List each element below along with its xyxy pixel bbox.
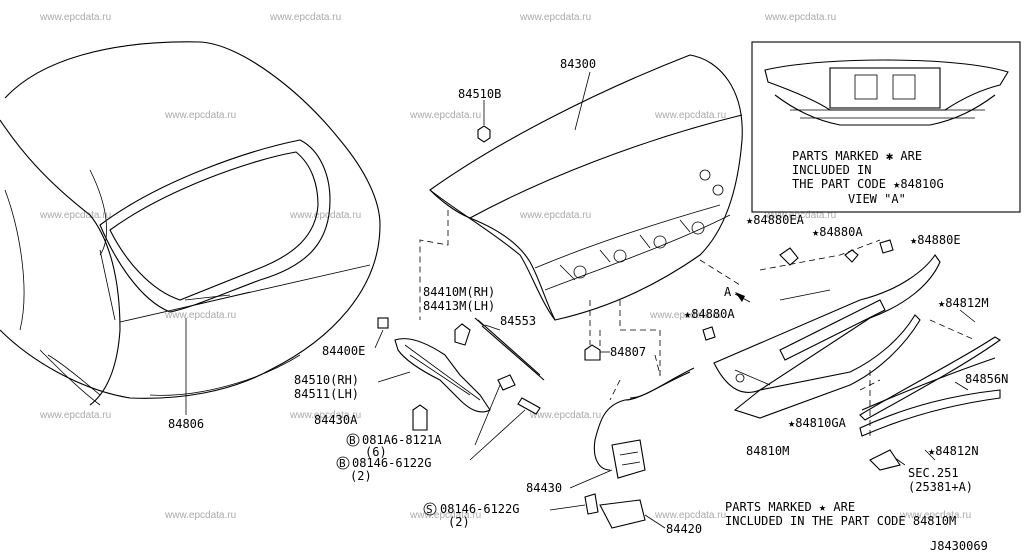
watermark: www.epcdata.ru <box>39 410 111 421</box>
watermark: www.epcdata.ru <box>409 510 481 521</box>
label-84413M: 84413M(LH) <box>423 299 495 313</box>
watermark: www.epcdata.ru <box>39 12 111 23</box>
footer-notes: PARTS MARKED ★ ARE INCLUDED IN THE PART … <box>725 500 988 553</box>
watermark: www.epcdata.ru <box>764 12 836 23</box>
finisher-assembly <box>702 239 1002 471</box>
part-84430A <box>412 404 428 431</box>
label-84810GA: ★84810GA <box>788 416 847 430</box>
latch-assembly <box>549 344 695 529</box>
watermark: www.epcdata.ru <box>519 210 591 221</box>
watermark: www.epcdata.ru <box>764 210 836 221</box>
watermark: www.epcdata.ru <box>39 210 111 221</box>
watermark: www.epcdata.ru <box>269 12 341 23</box>
watermark: www.epcdata.ru <box>654 110 726 121</box>
watermark: www.epcdata.ru <box>649 310 721 321</box>
bottom-note-line1: PARTS MARKED ★ ARE <box>725 500 855 514</box>
bottom-note-line2: INCLUDED IN THE PART CODE 84810M <box>725 514 956 528</box>
part-84510B <box>477 125 491 143</box>
label-bolt2-circle: B <box>339 457 346 470</box>
watermarks: www.epcdata.ru www.epcdata.ru www.epcdat… <box>39 12 971 521</box>
leader-84300 <box>574 71 591 131</box>
label-84510B: 84510B <box>458 87 501 101</box>
label-84806: 84806 <box>168 417 204 431</box>
part-84880A-top <box>844 249 859 263</box>
label-84807: 84807 <box>610 345 646 359</box>
label-84812N: ★84812N <box>928 444 979 458</box>
watermark: www.epcdata.ru <box>529 410 601 421</box>
label-84880A-mid: ★84880A <box>684 307 735 321</box>
label-84410M: 84410M(RH) <box>423 285 495 299</box>
watermark: www.epcdata.ru <box>409 110 481 121</box>
label-bolt1-circle: B <box>349 434 356 447</box>
label-84553: 84553 <box>500 314 536 328</box>
label-sec251-ref: (25381+A) <box>908 480 973 494</box>
label-84300: 84300 <box>560 57 596 71</box>
label-84430: 84430 <box>526 481 562 495</box>
label-84430A: 84430A <box>314 413 358 427</box>
label-84880EA: ★84880EA <box>746 213 805 227</box>
leader-bolt1 <box>474 384 501 446</box>
label-84880A-top: ★84880A <box>812 225 863 239</box>
watermark: www.epcdata.ru <box>164 110 236 121</box>
part-84430 <box>611 439 646 479</box>
label-screw: 08146-6122G <box>440 502 519 516</box>
part-84812M <box>859 336 1002 421</box>
leader-bolt2 <box>469 409 526 461</box>
trunk-lid <box>429 54 743 321</box>
view-a-note-line2: INCLUDED IN <box>792 163 871 177</box>
view-a-title: VIEW "A" <box>848 192 906 206</box>
label-bolt1: 081A6-8121A <box>362 433 442 447</box>
label-bolt2: 08146-6122G <box>352 456 431 470</box>
watermark: www.epcdata.ru <box>289 210 361 221</box>
watermark: www.epcdata.ru <box>899 510 971 521</box>
part-84880A-mid <box>702 326 716 341</box>
view-a-note-line3: THE PART CODE ★84810G <box>792 177 944 191</box>
label-sec251: SEC.251 <box>908 466 959 480</box>
view-a-inset: PARTS MARKED ✱ ARE INCLUDED IN THE PART … <box>751 41 1021 213</box>
part-84880EA <box>779 247 799 266</box>
label-screw-qty: (2) <box>448 515 470 529</box>
part-84400E <box>377 317 389 329</box>
label-84511: 84511(LH) <box>294 387 359 401</box>
part-labels: 84300 84510B ★84880EA ★84880A ★84880E ★8… <box>168 57 1008 536</box>
diagram-id: J8430069 <box>930 539 988 553</box>
part-84420 <box>599 499 646 529</box>
view-a-arrow <box>735 292 745 302</box>
watermark: www.epcdata.ru <box>289 410 361 421</box>
label-bolt2-qty: (2) <box>350 469 372 483</box>
watermark: www.epcdata.ru <box>164 310 236 321</box>
label-screw-circle: S <box>426 503 433 516</box>
label-84812M: ★84812M <box>938 296 989 310</box>
label-bolt1-qty: (6) <box>365 445 387 459</box>
label-view-arrow: A <box>724 285 732 299</box>
label-84510: 84510(RH) <box>294 373 359 387</box>
watermark: www.epcdata.ru <box>654 510 726 521</box>
label-84856N: 84856N <box>965 372 1008 386</box>
car-rear-body <box>0 41 381 415</box>
part-84807 <box>584 344 601 361</box>
part-84880E <box>879 239 894 254</box>
label-84400E: 84400E <box>322 344 365 358</box>
hinge-assembly <box>374 317 545 461</box>
watermark: www.epcdata.ru <box>519 12 591 23</box>
view-a-note-line1: PARTS MARKED ✱ ARE <box>792 149 922 163</box>
label-84420: 84420 <box>666 522 702 536</box>
part-84856N <box>859 389 1001 437</box>
watermark: www.epcdata.ru <box>164 510 236 521</box>
label-84810M: 84810M <box>746 444 789 458</box>
label-84880E: ★84880E <box>910 233 961 247</box>
